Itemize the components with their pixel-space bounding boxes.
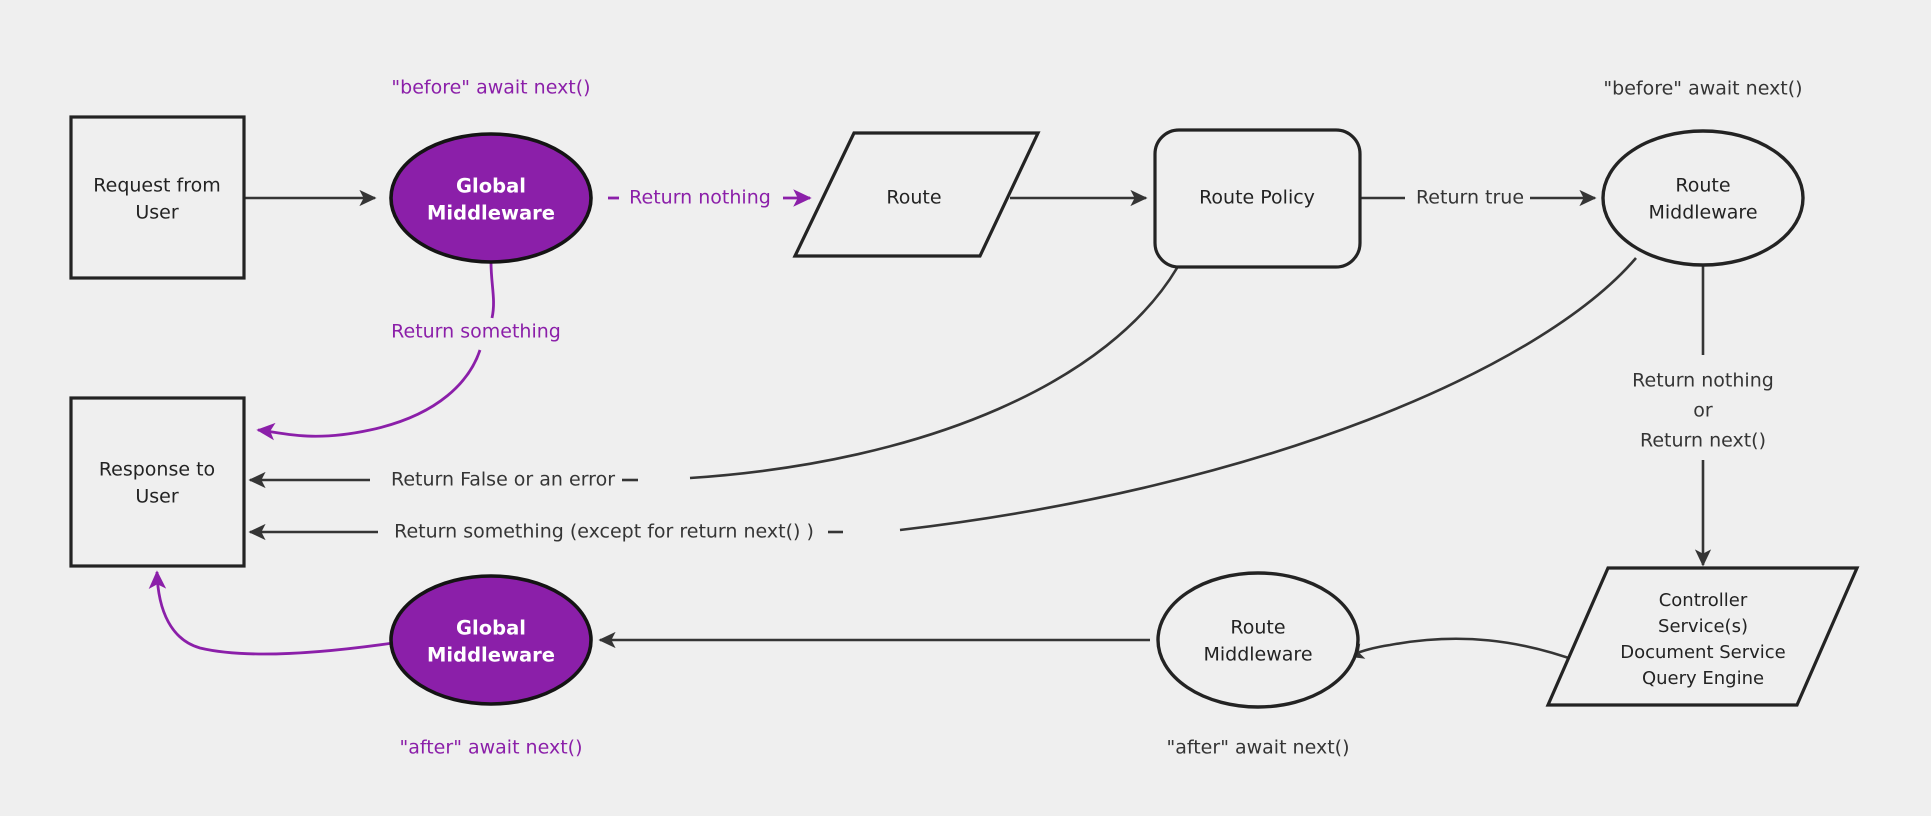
- edge-label-return-something-except-next: Return something (except for return next…: [394, 521, 814, 543]
- node-route-middleware-bottom[interactable]: Route Middleware: [1156, 571, 1360, 709]
- annotation-before-await-next-right: "before" await next(): [1603, 78, 1802, 100]
- edge-label-return-nothing-top: Return nothing: [629, 187, 771, 209]
- edge-global-middleware-to-response-return-something: [256, 349, 482, 441]
- node-route-middleware-top[interactable]: Route Middleware: [1601, 129, 1805, 267]
- edge-route-middleware-to-response-curve: [899, 257, 1637, 532]
- annotation-after-await-next-left: "after" await next(): [400, 737, 583, 759]
- node-controller-services[interactable]: Controller Service(s) Document Service Q…: [1545, 566, 1860, 707]
- edge-global-middleware-bottom-to-response: [148, 570, 394, 656]
- edge-label-return-true: Return true: [1416, 187, 1524, 209]
- controller-parallelogram: [1545, 566, 1860, 707]
- global-middleware-bottom-label-line2: Middleware: [427, 644, 555, 667]
- edge-label-return-something-top: Return something: [391, 321, 561, 343]
- controller-label-line4: Query Engine: [1642, 668, 1764, 689]
- route-parallelogram: [792, 131, 1041, 258]
- global-middleware-bottom-label-line1: Global: [456, 617, 526, 640]
- edge-global-middleware-return-something-stub: [489, 261, 495, 319]
- route-middleware-bottom-ellipse: [1156, 571, 1360, 709]
- node-route[interactable]: Route: [792, 131, 1041, 258]
- global-middleware-top-label-line1: Global: [456, 175, 526, 198]
- annotation-after-await-next-right: "after" await next(): [1167, 737, 1350, 759]
- edge-label-return-nothing-or-next-line1: Return nothing: [1632, 370, 1774, 392]
- response-to-user-label-line2: User: [135, 486, 178, 508]
- annotation-before-await-next-left: "before" await next(): [391, 77, 590, 99]
- global-middleware-bottom-ellipse: [389, 574, 593, 706]
- node-global-middleware-bottom[interactable]: Global Middleware: [389, 574, 593, 706]
- route-label: Route: [886, 187, 941, 209]
- request-from-user-box: [69, 115, 246, 280]
- route-policy-label: Route Policy: [1199, 187, 1315, 209]
- node-request-from-user[interactable]: Request from User: [69, 115, 246, 280]
- route-middleware-top-label-line2: Middleware: [1648, 202, 1757, 224]
- route-middleware-bottom-label-line2: Middleware: [1203, 644, 1312, 666]
- global-middleware-top-ellipse: [389, 132, 593, 264]
- controller-label-line2: Service(s): [1658, 616, 1748, 637]
- route-middleware-top-label-line1: Route: [1675, 175, 1730, 197]
- controller-label-line3: Document Service: [1620, 642, 1786, 663]
- route-policy-box: [1153, 128, 1362, 269]
- edge-label-return-nothing-or-next-line2: or: [1693, 400, 1713, 422]
- route-middleware-top-ellipse: [1601, 129, 1805, 267]
- global-middleware-top-label-line2: Middleware: [427, 202, 555, 225]
- controller-label-line1: Controller: [1659, 590, 1748, 611]
- edge-route-policy-to-response-curve: [689, 267, 1179, 480]
- request-from-user-label-line2: User: [135, 202, 178, 224]
- node-global-middleware-top[interactable]: Global Middleware: [389, 132, 593, 264]
- response-to-user-label-line1: Response to: [99, 459, 215, 481]
- edge-label-return-false-or-error: Return False or an error: [391, 469, 615, 491]
- route-middleware-bottom-label-line1: Route: [1230, 617, 1285, 639]
- request-from-user-label-line1: Request from: [93, 175, 220, 197]
- node-route-policy[interactable]: Route Policy: [1153, 128, 1362, 269]
- node-response-to-user[interactable]: Response to User: [69, 396, 246, 568]
- edge-label-return-nothing-or-next-line3: Return next(): [1640, 430, 1766, 452]
- edge-controller-to-route-middleware-bottom: [1346, 637, 1581, 664]
- response-to-user-box: [69, 396, 246, 568]
